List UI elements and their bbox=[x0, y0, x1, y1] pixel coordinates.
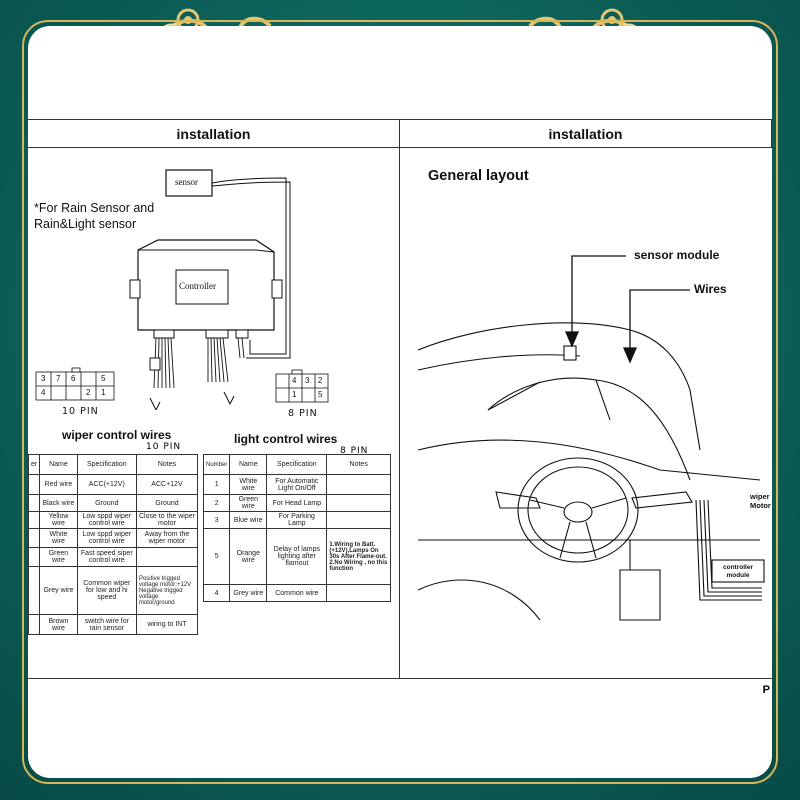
pin8-top-3: 3 bbox=[305, 376, 310, 385]
table-cell: 1.Wiring to Batt.(+12V),Lamps On 30s Aft… bbox=[326, 528, 391, 585]
table-cell: Close to the wiper motor bbox=[135, 511, 199, 529]
page-marker: P bbox=[762, 684, 770, 696]
table-header: Name bbox=[39, 454, 78, 475]
table-cell: wiring to INT bbox=[135, 614, 199, 635]
left-page: installation *For Rain Sensor and Rain&L… bbox=[28, 120, 400, 678]
document-panel: installation *For Rain Sensor and Rain&L… bbox=[28, 26, 772, 778]
table-cell: Common wire bbox=[266, 584, 328, 602]
wiper-table-pin: 10 PIN bbox=[146, 442, 182, 452]
table-cell bbox=[28, 511, 41, 529]
table-cell bbox=[28, 547, 41, 567]
table-cell: switch wire for rain sensor bbox=[76, 614, 137, 635]
table-cell bbox=[28, 614, 41, 635]
right-page-header: installation bbox=[400, 120, 772, 148]
wires-callout: Wires bbox=[694, 282, 727, 296]
pin10-top-2: 7 bbox=[56, 374, 61, 383]
table-cell: For Head Lamp bbox=[266, 494, 328, 512]
wiper-table-title: wiper control wires bbox=[62, 428, 172, 442]
pin10-top-3: 6 bbox=[71, 374, 76, 383]
table-cell: Blue wire bbox=[229, 511, 268, 529]
table-cell: Delay of lamps lighting after flamout bbox=[266, 528, 328, 585]
wiper-motor-label: wiper Motor bbox=[750, 492, 771, 510]
pin8-label: 8 PIN bbox=[288, 408, 318, 419]
table-cell: ACC+12V bbox=[135, 474, 199, 495]
pin10-bottom-1: 4 bbox=[41, 388, 46, 397]
table-cell bbox=[28, 566, 41, 615]
table-cell: 2 bbox=[202, 494, 231, 512]
table-cell: Green wire bbox=[229, 494, 268, 512]
table-cell bbox=[28, 528, 41, 548]
table-cell: Low sppd wiper control wire bbox=[76, 511, 137, 529]
table-cell: Yellow wire bbox=[39, 511, 78, 529]
table-cell bbox=[326, 494, 391, 512]
sensor-module-callout: sensor module bbox=[634, 248, 720, 262]
table-cell: 3 bbox=[202, 511, 231, 529]
left-page-header: installation bbox=[28, 120, 399, 148]
table-cell: ACC(+12V) bbox=[76, 474, 137, 495]
table-header: Specification bbox=[76, 454, 137, 475]
table-cell: Grey wire bbox=[229, 584, 268, 602]
table-header: Specification bbox=[266, 454, 328, 475]
car-interior-diagram bbox=[417, 255, 765, 621]
controller-module-label: controller module bbox=[723, 564, 753, 579]
pin8-top-2: 4 bbox=[292, 376, 297, 385]
table-cell: Common wiper for low and hi speed bbox=[76, 566, 137, 615]
table-cell: White wire bbox=[39, 528, 78, 548]
light-table-title: light control wires bbox=[234, 432, 338, 446]
pin10-label: 10 PIN bbox=[62, 406, 99, 417]
table-cell bbox=[326, 474, 391, 495]
table-header: er bbox=[28, 454, 41, 475]
table-header: Notes bbox=[326, 454, 391, 475]
pin10-top-1: 3 bbox=[41, 374, 46, 383]
table-cell: Positive trigged voltage motor:+12V Nega… bbox=[135, 566, 199, 615]
rain-sensor-note: *For Rain Sensor and Rain&Light sensor bbox=[34, 201, 155, 231]
table-cell: Orange wire bbox=[229, 528, 268, 585]
table-cell: 4 bbox=[202, 584, 231, 602]
table-cell: Away from the wiper motor bbox=[135, 528, 199, 548]
table-cell: Fast speed siper control wire bbox=[76, 547, 137, 567]
general-layout-title: General layout bbox=[428, 168, 529, 184]
controller-wiring-diagram bbox=[35, 169, 329, 410]
sensor-label: sensor bbox=[175, 177, 198, 187]
table-cell: Brown wire bbox=[39, 614, 78, 635]
table-header: Notes bbox=[135, 454, 199, 475]
table-cell: Red wire bbox=[39, 474, 78, 495]
controller-box bbox=[175, 269, 229, 305]
table-cell bbox=[326, 511, 391, 529]
table-cell: Black wire bbox=[39, 494, 78, 512]
pin8-bottom-2: 1 bbox=[292, 390, 297, 399]
pin8-top-4: 2 bbox=[318, 376, 323, 385]
light-wires-table: Number Name Specification Notes 1 White … bbox=[202, 454, 391, 602]
table-cell: For Parking Lamp bbox=[266, 511, 328, 529]
table-cell bbox=[135, 547, 199, 567]
table-cell: Ground bbox=[135, 494, 199, 512]
wiper-wires-table: er Name Specification Notes Red wire ACC… bbox=[28, 454, 199, 635]
pin10-bottom-4: 2 bbox=[86, 388, 91, 397]
table-cell: Low sppd wiper control wire bbox=[76, 528, 137, 548]
table-header: Number bbox=[202, 454, 231, 475]
controller-label: Controller bbox=[179, 281, 216, 291]
pin10-top-5: 5 bbox=[101, 374, 106, 383]
table-cell: For Automatic Light On/Off bbox=[266, 474, 328, 495]
right-page: installation General layout bbox=[400, 120, 772, 696]
table-cell: 1 bbox=[202, 474, 231, 495]
pin8-bottom-4: 5 bbox=[318, 390, 323, 399]
table-cell: 5 bbox=[202, 528, 231, 585]
table-cell: Green wire bbox=[39, 547, 78, 567]
table-header: Name bbox=[229, 454, 268, 475]
table-cell bbox=[28, 474, 41, 495]
table-cell: White wire bbox=[229, 474, 268, 495]
table-cell bbox=[28, 494, 41, 512]
table-cell: Grey wire bbox=[39, 566, 78, 615]
light-table-pin: 8 PIN bbox=[340, 446, 369, 456]
table-cell bbox=[326, 584, 391, 602]
table-cell: Ground bbox=[76, 494, 137, 512]
manual-spread: installation *For Rain Sensor and Rain&L… bbox=[28, 119, 772, 696]
pin10-bottom-5: 1 bbox=[101, 388, 106, 397]
